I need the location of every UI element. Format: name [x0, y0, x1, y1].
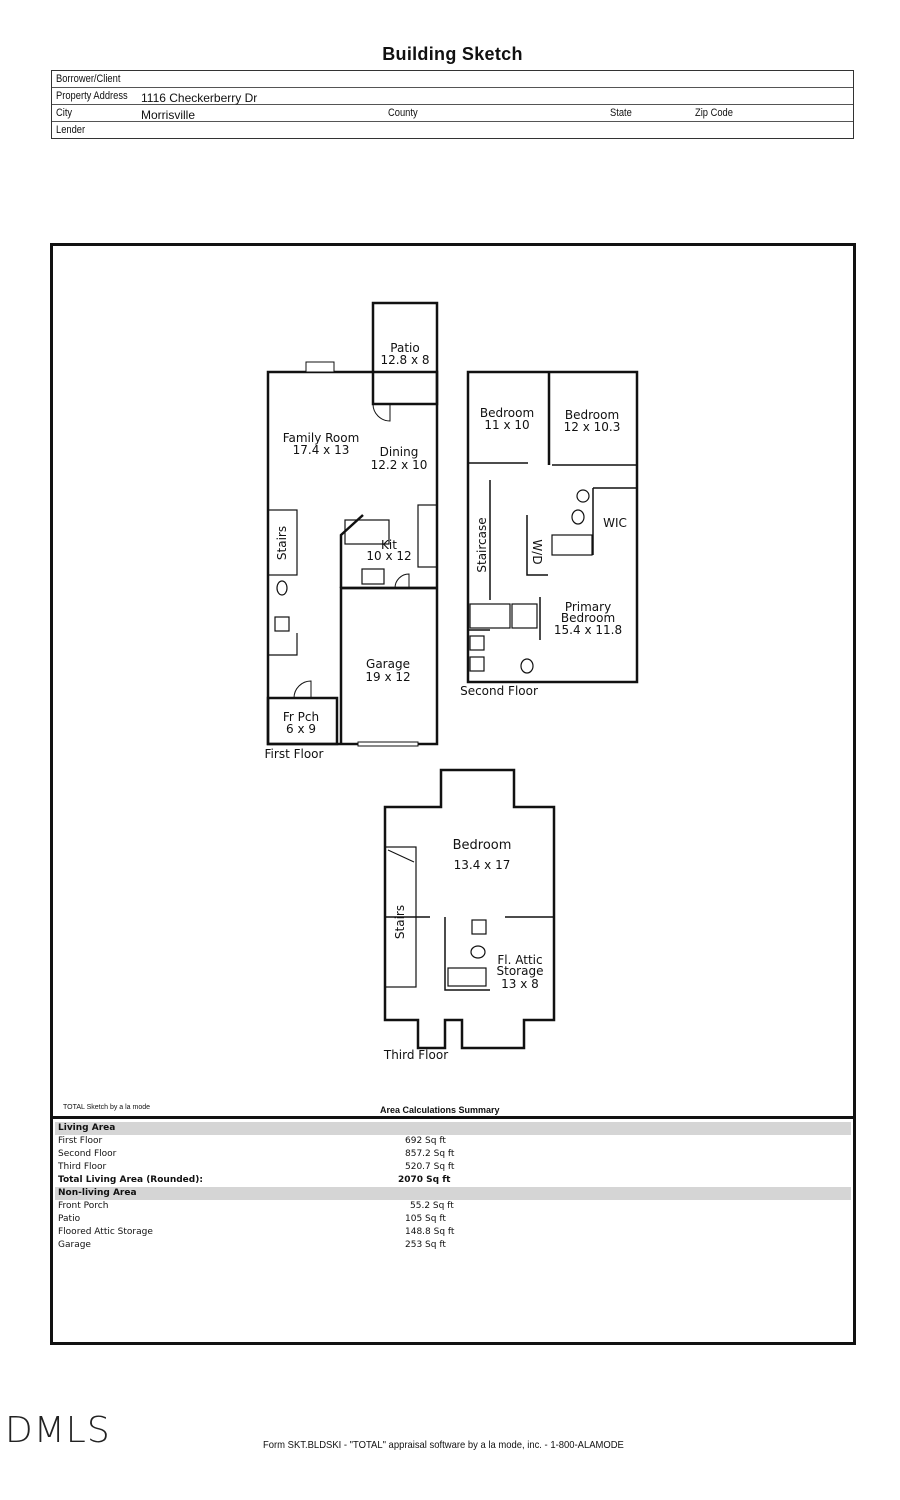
- city-label: City: [56, 107, 73, 119]
- summary-row: First Floor 692 Sq ft: [55, 1135, 851, 1148]
- row-label: Floored Attic Storage: [58, 1227, 153, 1237]
- total-label: Total Living Area (Rounded):: [58, 1175, 203, 1185]
- row-value: 105 Sq ft: [405, 1214, 446, 1224]
- room-name: Staircase: [475, 517, 489, 572]
- room-name-2: Storage: [497, 964, 544, 978]
- section-label: Non-living Area: [58, 1188, 137, 1198]
- summary-divider: [50, 1116, 853, 1119]
- sketch-frame: [50, 243, 856, 1345]
- state-label: State: [610, 107, 632, 119]
- address-value: 1116 Checkerberry Dr: [141, 91, 258, 105]
- borrower-label: Borrower/Client: [56, 73, 121, 85]
- room-name: Family Room: [283, 431, 360, 445]
- zip-label: Zip Code: [695, 107, 733, 119]
- sketch-credit: TOTAL Sketch by a la mode: [63, 1104, 151, 1111]
- county-label: County: [388, 107, 418, 119]
- room-dims: 13 x 8: [501, 977, 539, 991]
- room-name: Bedroom: [565, 408, 619, 422]
- section-label: Living Area: [58, 1123, 116, 1133]
- total-value: 2070 Sq ft: [398, 1175, 451, 1185]
- city-row: City Morrisville County State Zip Code: [52, 105, 853, 122]
- room-dims: 19 x 12: [365, 670, 410, 684]
- room-name: Stairs: [393, 905, 407, 939]
- row-label: Patio: [58, 1214, 81, 1224]
- summary-row: Garage 253 Sq ft: [55, 1239, 851, 1252]
- room-name: Fr Pch: [283, 710, 319, 724]
- room-dims: 13.4 x 17: [454, 858, 511, 872]
- first-floor-labels: Patio 12.8 x 8 Family Room 17.4 x 13 Din…: [265, 341, 430, 761]
- room-name: Primary: [565, 600, 611, 614]
- summary-row: Front Porch 55.2 Sq ft: [55, 1200, 851, 1213]
- living-area-header: Living Area: [55, 1122, 851, 1135]
- summary-row: Third Floor 520.7 Sq ft: [55, 1161, 851, 1174]
- lender-label: Lender: [56, 124, 86, 136]
- form-footer: Form SKT.BLDSKI - "TOTAL" appraisal soft…: [263, 1439, 624, 1451]
- room-name: Dining: [380, 445, 419, 459]
- row-label: Garage: [58, 1240, 91, 1250]
- row-label: First Floor: [58, 1136, 103, 1146]
- room-dims: 10 x 12: [366, 549, 411, 563]
- room-dims: 12.8 x 8: [380, 353, 429, 367]
- floor-label: Third Floor: [383, 1048, 448, 1062]
- property-header-table: Borrower/Client Property Address 1116 Ch…: [51, 70, 854, 139]
- room-name: Garage: [366, 657, 410, 671]
- row-value: 253 Sq ft: [405, 1240, 446, 1250]
- area-summary-table: Living Area First Floor 692 Sq ft Second …: [55, 1122, 851, 1252]
- row-label: Third Floor: [58, 1162, 107, 1172]
- room-name: Fl. Attic: [497, 953, 542, 967]
- room-name: Stairs: [275, 526, 289, 560]
- room-name: WIC: [603, 516, 627, 530]
- city-value: Morrisville: [141, 108, 195, 122]
- total-row: Total Living Area (Rounded): 2070 Sq ft: [55, 1174, 851, 1187]
- first-floor-walls: [266, 301, 439, 747]
- row-value: 692 Sq ft: [405, 1136, 446, 1146]
- summary-row: Patio 105 Sq ft: [55, 1213, 851, 1226]
- third-floor-labels: Bedroom 13.4 x 17 Stairs Fl. Attic Stora…: [383, 838, 544, 1062]
- borrower-row: Borrower/Client: [52, 71, 853, 88]
- summary-row: Floored Attic Storage 148.8 Sq ft: [55, 1226, 851, 1239]
- room-name: W/D: [530, 539, 544, 564]
- lender-row: Lender: [52, 122, 853, 138]
- room-dims: 15.4 x 11.8: [554, 623, 622, 637]
- room-dims: 12.2 x 10: [371, 458, 428, 472]
- room-dims: 17.4 x 13: [293, 443, 350, 457]
- room-name: Patio: [390, 341, 419, 355]
- second-floor-labels: Bedroom 11 x 10 Bedroom 12 x 10.3 WIC St…: [460, 406, 627, 698]
- row-value: 857.2 Sq ft: [405, 1149, 455, 1159]
- dmls-logo: DMLS: [5, 1410, 111, 1451]
- room-name: Bedroom: [453, 838, 512, 853]
- floor-label: Second Floor: [460, 684, 538, 698]
- page-title: Building Sketch: [382, 44, 523, 64]
- third-floor-walls: [383, 768, 556, 1050]
- room-dims: 12 x 10.3: [564, 420, 621, 434]
- summary-row: Second Floor 857.2 Sq ft: [55, 1148, 851, 1161]
- row-value: 55.2 Sq ft: [410, 1201, 454, 1211]
- address-row: Property Address 1116 Checkerberry Dr: [52, 88, 853, 105]
- room-name-2: Bedroom: [561, 611, 615, 625]
- row-label: Front Porch: [58, 1201, 109, 1211]
- summary-title: Area Calculations Summary: [380, 1105, 500, 1115]
- room-dims: 6 x 9: [286, 722, 316, 736]
- floor-label: First Floor: [265, 747, 324, 761]
- room-dims: 11 x 10: [484, 418, 529, 432]
- second-floor-walls: [466, 370, 639, 684]
- row-label: Second Floor: [58, 1149, 117, 1159]
- address-label: Property Address: [56, 90, 128, 102]
- row-value: 148.8 Sq ft: [405, 1227, 455, 1237]
- row-value: 520.7 Sq ft: [405, 1162, 455, 1172]
- room-name: Bedroom: [480, 406, 534, 420]
- first-floor-fixtures: [268, 519, 390, 656]
- second-floor-fixtures: [469, 489, 593, 674]
- room-name: Kit: [381, 538, 397, 552]
- nonliving-area-header: Non-living Area: [55, 1187, 851, 1200]
